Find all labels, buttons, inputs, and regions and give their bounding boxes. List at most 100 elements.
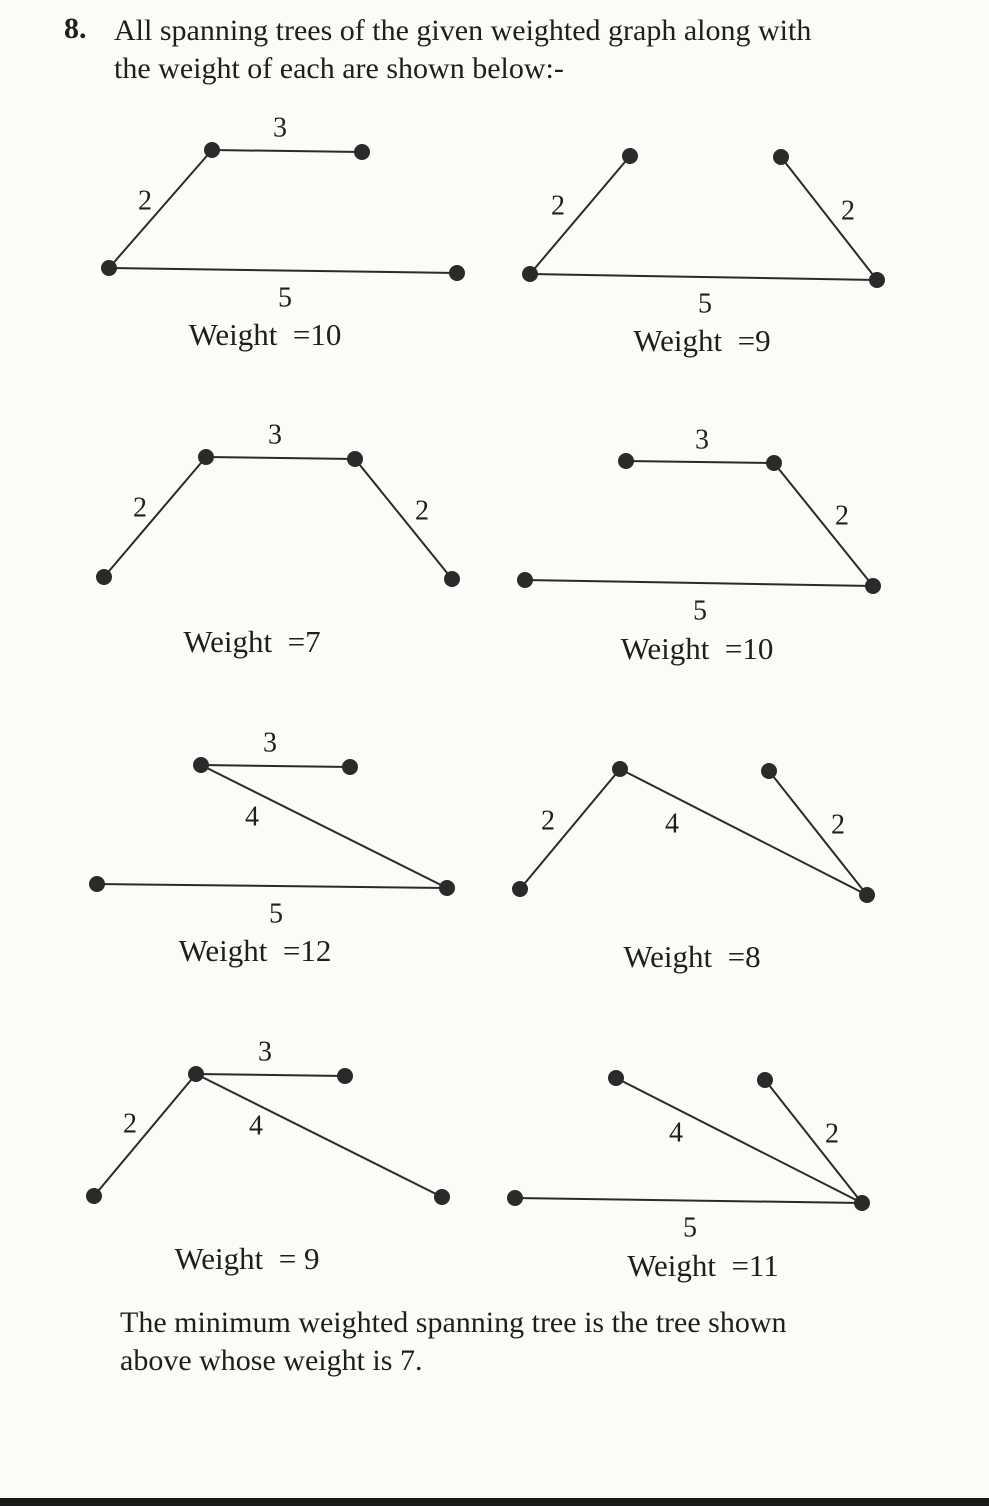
tree-edge [96,883,448,889]
tree-vertex [347,451,363,467]
edge-weight-label: 4 [249,1110,263,1141]
edge-weight-label: 4 [669,1117,683,1148]
tree-edge [205,456,356,460]
tree-weight-caption: Weight =12 [179,933,332,968]
tree-vertex [449,265,465,281]
tree-vertex [444,571,460,587]
tree-vertex [193,757,209,773]
tree-edge [514,1197,863,1204]
tree-vertex [522,266,538,282]
tree-vertex [766,455,782,471]
edge-weight-label: 3 [258,1036,272,1067]
tree-edge [195,1073,443,1198]
tree-edge [619,768,868,896]
edge-weight-label: 5 [269,898,283,929]
tree-edge [195,1073,346,1077]
edge-weight-label: 5 [683,1212,697,1243]
tree-vertex [198,449,214,465]
tree-vertex [434,1189,450,1205]
tree-edge [615,1077,863,1204]
tree-edge [108,267,458,274]
tree-vertex [608,1070,624,1086]
tree-vertex [854,1195,870,1211]
tree-edge [764,1079,863,1204]
tree-edge [103,456,207,578]
tree-vertex [101,260,117,276]
tree-edge [768,770,868,896]
tree-vertex [859,887,875,903]
tree-vertex [622,148,638,164]
tree-vertex [618,453,634,469]
tree-edge [519,768,621,890]
edge-weight-label: 4 [665,808,679,839]
question-text-line-2: the weight of each are shown below:- [114,52,564,85]
tree-vertex [354,144,370,160]
conclusion-line-1: The minimum weighted spanning tree is th… [120,1306,787,1339]
tree-edge [354,458,453,580]
edge-weight-label: 3 [695,424,709,455]
tree-edge [200,764,448,889]
question-number: 8. [64,12,87,45]
edge-weight-label: 2 [835,500,849,531]
tree-edge [108,149,213,269]
tree-vertex [773,149,789,165]
tree-vertex [439,880,455,896]
tree-weight-caption: Weight =11 [627,1248,779,1283]
tree-weight-caption: Weight =10 [621,631,774,666]
edge-weight-label: 5 [278,282,292,313]
edge-weight-label: 2 [551,190,565,221]
edge-weight-label: 3 [273,112,287,143]
tree-vertex [337,1068,353,1084]
edge-weight-label: 2 [133,492,147,523]
edge-weight-label: 2 [841,195,855,226]
tree-vertex [188,1066,204,1082]
edge-weight-label: 2 [138,185,152,216]
tree-edge [524,579,874,587]
tree-vertex [507,1190,523,1206]
tree-edge [780,156,878,281]
page-bottom-border [0,1498,989,1506]
tree-vertex [86,1188,102,1204]
tree-weight-caption: Weight =9 [633,323,770,358]
edge-weight-label: 3 [263,727,277,758]
tree-vertex [761,763,777,779]
tree-weight-caption: Weight =10 [189,317,342,352]
edge-weight-label: 2 [415,495,429,526]
tree-edge [93,1073,197,1197]
edge-weight-label: 5 [693,595,707,626]
tree-edge [625,460,775,464]
tree-vertex [204,142,220,158]
tree-weight-caption: Weight = 9 [175,1241,320,1276]
edge-weight-label: 5 [698,288,712,319]
tree-vertex [865,578,881,594]
edge-weight-label: 2 [541,805,555,836]
tree-edge [773,462,874,587]
edge-weight-label: 2 [123,1108,137,1139]
edge-weight-label: 3 [268,419,282,450]
tree-vertex [342,759,358,775]
tree-vertex [517,572,533,588]
question-text-line-1: All spanning trees of the given weighted… [114,14,812,47]
tree-edge [529,273,878,281]
edge-weight-label: 2 [825,1118,839,1149]
tree-vertex [512,881,528,897]
tree-edge [200,764,351,768]
tree-vertex [612,761,628,777]
conclusion-line-2: above whose weight is 7. [120,1344,423,1377]
tree-edge [529,155,631,275]
tree-weight-caption: Weight =8 [623,939,760,974]
edge-weight-label: 2 [831,809,845,840]
tree-weight-caption: Weight =7 [183,624,320,659]
tree-edge [211,149,363,153]
tree-vertex [869,272,885,288]
tree-vertex [96,569,112,585]
edge-weight-label: 4 [245,801,259,832]
